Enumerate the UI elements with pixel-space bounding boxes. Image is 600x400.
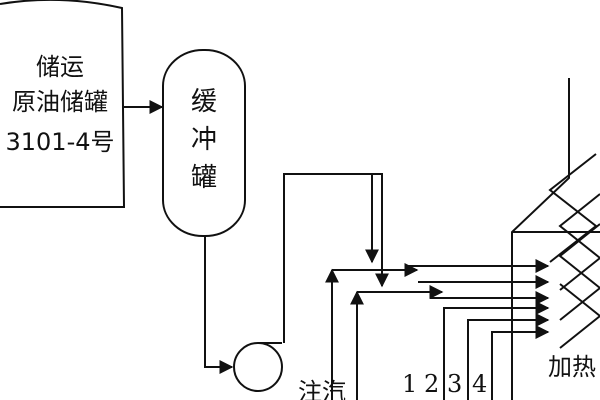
heater-coil-2: [558, 193, 600, 291]
steam-label: 注汽: [298, 378, 346, 400]
pass-labels: 1 2 3 4: [402, 370, 487, 398]
storage-tank-label-line3: 3101-4号: [5, 128, 114, 156]
heater-coil-3: [558, 223, 600, 321]
storage-tank-label-line2: 原油储罐: [12, 88, 108, 116]
pump-discharge-line: [283, 173, 383, 343]
storage-tank-label-line1: 储运: [36, 53, 84, 81]
buffer-tank-char-2: 冲: [191, 125, 217, 155]
pass-label-4: 4: [472, 370, 487, 398]
heater-feed-lines: [405, 259, 550, 400]
buffer-tank: 缓 冲 罐: [162, 49, 246, 237]
buffer-tank-char-1: 缓: [191, 87, 217, 117]
pump: [233, 342, 283, 392]
storage-tank: 储运 原油储罐 3101-4号: [0, 0, 126, 208]
steam-injection: 注汽: [298, 263, 444, 400]
pass-label-3: 3: [447, 370, 462, 398]
pass-label-1: 1: [402, 370, 417, 398]
heater-coil-4: [559, 283, 600, 349]
heater-coil-1: [548, 153, 598, 263]
heater-label: 加热: [548, 353, 596, 381]
buffer-to-pump-line: [204, 236, 234, 374]
feed-line-e: [467, 313, 550, 400]
storage-tank-outline: [0, 0, 126, 208]
heater: 加热: [511, 78, 600, 400]
pump-circle: [233, 342, 283, 392]
pass-label-2: 2: [424, 370, 439, 398]
buffer-tank-char-3: 罐: [191, 163, 217, 193]
feed-line-d: [443, 301, 550, 400]
heater-outline: [511, 78, 570, 400]
feed-line-f: [491, 325, 550, 400]
